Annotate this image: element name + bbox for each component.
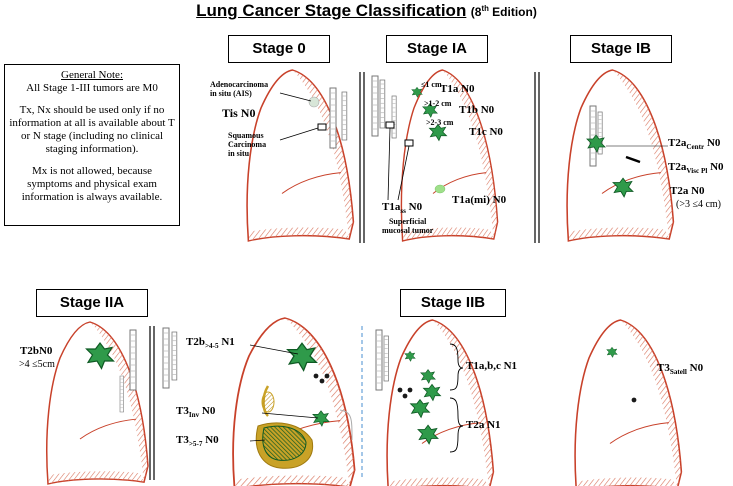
stage1b-t2a-visc: T2aVisc Pl N0 [668, 161, 724, 176]
stage2b-right-lung [574, 319, 683, 486]
stage1a-size1: ≤1 cm [421, 80, 442, 89]
stage1b-lung [566, 69, 675, 242]
stage2b-t1abc: T1a,b,c N1 [466, 360, 518, 372]
title-main: Lung Cancer Stage Classification [196, 1, 467, 20]
stage1a-t1b: T1b N0 [459, 104, 495, 116]
stage1a-t1a: T1a N0 [440, 83, 475, 95]
stage2b-t3: T3>5-7 N0 [176, 434, 219, 449]
stage1b-t2a-size: (>3 ≤4 cm) [676, 199, 722, 210]
general-note: General Note: All Stage 1-III tumors are… [4, 64, 180, 226]
general-note-para2: Tx, Nx should be used only if no informa… [9, 104, 175, 155]
stage0-ais-label: Adenocarcinoma in situ (AIS) [210, 80, 269, 98]
stage-0-box: Stage 0 [228, 35, 330, 63]
stage0-squamous-label: Squamous Carcinoma in situ [228, 131, 267, 158]
stage-iib-box: Stage IIB [400, 289, 506, 317]
stage1a-size2: >1-2 cm [424, 99, 452, 108]
stage2b-t2b: T2b>4-5 N1 [186, 336, 235, 351]
stage2b-t3satell: T3Satell N0 [657, 362, 704, 377]
general-note-para3: Mx is not allowed, because symptoms and … [21, 165, 163, 203]
stage1a-size3: >2-3 cm [426, 118, 454, 127]
stage1a-t1ass: T1ass N0 [382, 201, 423, 216]
stage2b-mid-lung [386, 319, 495, 486]
stage2a-t2b: T2bN0 [20, 345, 53, 357]
stage1a-lung [400, 69, 499, 242]
stage1a-superficial-label: Superficial mucosal tumor [382, 217, 434, 235]
stage1b-t2a: T2a N0 [670, 185, 705, 197]
stage2a-t2b-size: >4 ≤5cm [19, 359, 55, 370]
stage-ib-box: Stage IB [570, 35, 672, 63]
general-note-line1: All Stage 1-III tumors are M0 [26, 82, 158, 94]
stage1a-t1c: T1c N0 [469, 126, 503, 138]
stage-ia-box: Stage IA [386, 35, 488, 63]
stage1a-t1ami: T1a(mi) N0 [452, 194, 507, 206]
page-title: Lung Cancer Stage Classification (8th Ed… [0, 1, 733, 21]
stage2b-t3inv: T3Inv N0 [176, 405, 216, 420]
general-note-heading: General Note: [61, 69, 123, 81]
stage-iia-box: Stage IIA [36, 289, 148, 317]
title-edition: (8th Edition) [470, 4, 537, 19]
stage1b-t2a-centr: T2aCentr N0 [668, 137, 721, 152]
stage0-tis-label: Tis N0 [222, 106, 256, 120]
stage2b-t2a: T2a N1 [466, 419, 501, 431]
